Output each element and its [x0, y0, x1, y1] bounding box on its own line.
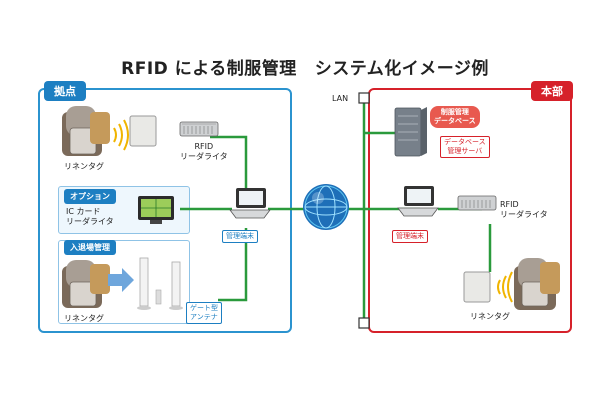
rfid-reader-label-top-line2: リーダライタ [180, 152, 228, 161]
title-main: RFID による制服管理 [121, 59, 297, 79]
ic-card-label-line1: IC カード [66, 207, 101, 216]
linen-pile-icon-top [62, 106, 110, 156]
terminal-label-right: 管理端末 [392, 230, 428, 243]
diagram-title: RFID による制服管理システム化イメージ例 [0, 54, 610, 79]
db-server-label-line2: 管理サーバ [447, 147, 483, 155]
rfid-reader-label-right-line2: リーダライタ [500, 210, 548, 219]
entry-label: 入退場管理 [64, 240, 116, 255]
rfid-reader-label-top-line1: RFID [194, 142, 214, 151]
lan-label: LAN [332, 94, 349, 103]
laptop-icon-right [397, 186, 439, 217]
left-panel-frame [38, 88, 292, 333]
ic-card-label-line2: リーダライタ [66, 217, 114, 226]
title-sub: システム化イメージ例 [314, 59, 489, 79]
rfid-reader-icon-top [179, 121, 219, 137]
ic-card-reader-icon [138, 196, 174, 224]
lan-top-node [358, 92, 370, 104]
linen-pile-icon-right [514, 258, 560, 310]
rfid-reader-label-right-line1: RFID [500, 200, 519, 209]
linen-tag-label-right: リネンタグ [470, 312, 510, 321]
linen-tag-label-top: リネンタグ [64, 162, 104, 171]
right-panel-label: 本部 [531, 81, 573, 101]
antenna-panel-icon-top [129, 115, 157, 147]
db-label-line2: データベース [434, 117, 476, 125]
gate-antenna-icon [137, 257, 183, 310]
database-server-icon [394, 107, 427, 157]
laptop-icon-left [229, 188, 271, 219]
option-label: オプション [64, 189, 116, 204]
line-reader-to-terminal [210, 135, 248, 195]
db-server-label: データベース 管理サーバ [440, 136, 490, 158]
lan-bottom-node [358, 317, 370, 329]
linen-tag-label-bottom: リネンタグ [64, 314, 104, 323]
linen-pile-icon-bottom [62, 260, 110, 308]
db-label: 制服管理 データベース [430, 106, 480, 128]
gate-antenna-label-line1: ゲート型 [190, 304, 218, 312]
db-server-label-line1: データベース [444, 138, 486, 146]
gate-antenna-label-line2: アンテナ [190, 313, 218, 321]
rfid-waves-icon-top [113, 119, 129, 151]
left-panel-label: 拠点 [44, 81, 86, 101]
ic-card-label: IC カード リーダライタ [66, 207, 114, 227]
rfid-reader-label-top: RFID リーダライタ [180, 142, 228, 162]
flow-arrow-icon [108, 268, 134, 292]
terminal-label-left: 管理端末 [222, 230, 258, 243]
right-panel-frame [368, 88, 572, 333]
rfid-reader-label-right: RFID リーダライタ [500, 200, 548, 220]
gate-antenna-label: ゲート型 アンテナ [186, 302, 222, 324]
rfid-waves-icon-right [497, 271, 513, 303]
antenna-panel-icon-right [463, 271, 491, 303]
db-label-line1: 制服管理 [440, 108, 469, 116]
rfid-reader-icon-right [457, 195, 497, 211]
network-globe-icon [303, 184, 349, 230]
line-terminal-to-gate [218, 228, 248, 302]
